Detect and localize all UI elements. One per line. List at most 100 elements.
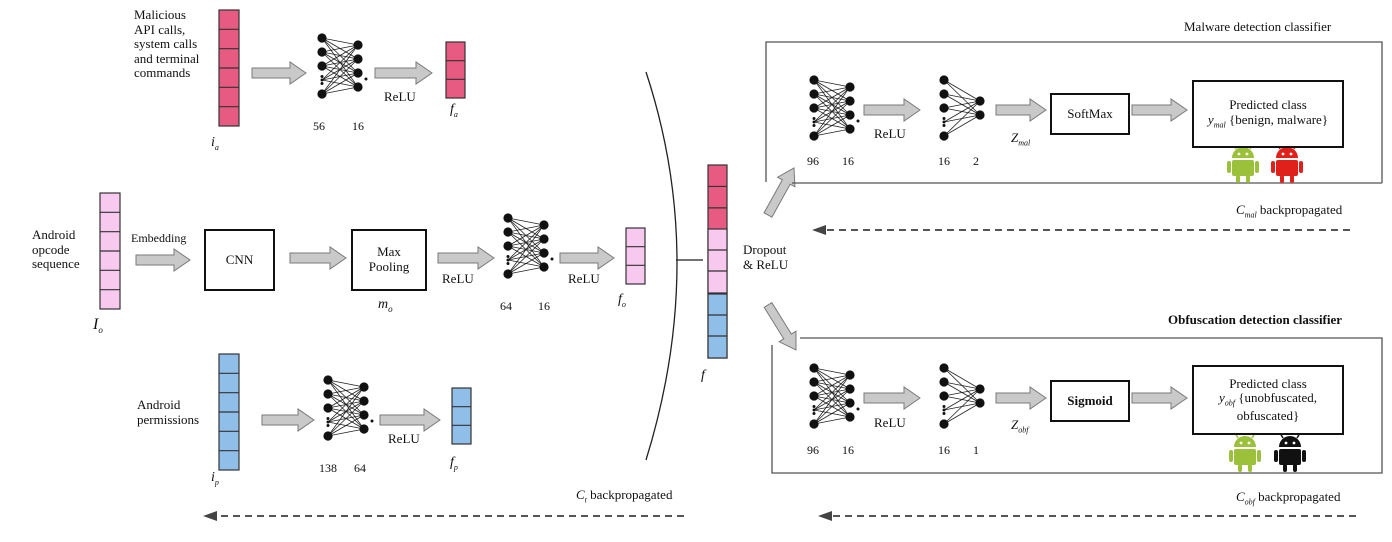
obf-nn-2-edge	[943, 388, 981, 411]
mal-predicted-title: Predicted class	[1229, 96, 1307, 112]
fa-vector	[445, 41, 466, 99]
android-benign-icon-eye	[1237, 152, 1241, 156]
android-unobfuscated-icon-arm	[1229, 450, 1233, 462]
f-concat-perm-part	[707, 293, 728, 359]
fp-vector	[451, 387, 472, 445]
mal-nn-1-node	[845, 110, 855, 120]
api-to-nn-arrow	[251, 61, 307, 85]
mal-nn-2-node	[939, 75, 949, 85]
f-concat-opcode-part	[707, 228, 728, 294]
opcode-nn-edge	[507, 224, 545, 233]
obf-to-sigmoid-arrow	[995, 386, 1047, 410]
obf-nn-1-node	[845, 412, 855, 422]
android-benign-icon-arm	[1227, 161, 1231, 173]
sigmoid-to-pred-arrow	[1131, 386, 1188, 410]
android-obfuscated-icon-eye	[1284, 441, 1288, 445]
obf-layer-size-1: 1	[973, 443, 979, 457]
android-benign-icon-leg	[1236, 175, 1240, 183]
mal-nn-1-ellipsis	[812, 117, 816, 120]
mal-nn-1-ellipsis	[812, 120, 816, 124]
api-input-label: Malicious API calls, system calls and te…	[134, 7, 200, 81]
android-unobfuscated-icon-eye	[1239, 441, 1243, 445]
cnn-label: CNN	[225, 251, 254, 267]
opcode-relu-arrow	[559, 246, 615, 270]
android-unobfuscated-icon-head	[1234, 436, 1256, 447]
android-obfuscated-icon-eye	[1292, 441, 1296, 445]
android-malware-icon-leg	[1290, 175, 1294, 183]
mal-nn-2-node	[939, 131, 949, 141]
mal-nn-1-edge	[813, 128, 851, 137]
perm-nn-ellipsis	[326, 424, 330, 427]
perm-nn-node	[323, 375, 333, 385]
api-nn-ellipsis	[320, 75, 324, 78]
obf-nn-1-edge	[813, 367, 851, 376]
android-unobfuscated-icon-leg	[1238, 464, 1242, 472]
opcode-nn-edge	[507, 238, 545, 275]
api-nn-edge	[321, 72, 359, 95]
sigmoid-box: Sigmoid	[1050, 380, 1130, 422]
obf-nn-2-node	[939, 363, 949, 373]
api-nn-edge	[321, 44, 359, 81]
api-nn-edge	[321, 58, 359, 95]
mal-nn-1-node	[845, 96, 855, 106]
f-o-symbol: fo	[618, 292, 626, 309]
embedding-label: Embedding	[131, 231, 187, 245]
perm-layer-size-in: 138	[319, 461, 337, 475]
android-benign-icon-leg	[1246, 175, 1250, 183]
pool-to-nn-arrow	[437, 246, 495, 270]
relu-label-obf: ReLU	[874, 415, 906, 430]
api-nn-node	[353, 82, 363, 92]
perm-to-nn-arrow	[261, 408, 315, 432]
obf-nn-1-edge	[813, 416, 851, 425]
android-unobfuscated-icon-leg	[1248, 464, 1252, 472]
obf-predicted-box: Predicted class yobf {unobfuscated, obfu…	[1192, 365, 1344, 435]
obf-nn-1-node	[845, 398, 855, 408]
I-o-symbol: Io	[93, 316, 103, 336]
obf-nn-1-ellipsis	[812, 405, 816, 408]
obf-nn-1-node	[809, 419, 819, 429]
cnn-to-pool-arrow	[289, 246, 347, 270]
mal-nn-2-edge	[943, 100, 981, 123]
perm-nn-edge	[327, 428, 365, 437]
mal-nn-2-edge	[943, 93, 981, 102]
perm-nn-edge	[327, 379, 365, 388]
c-t-backprop-arrow-head	[203, 511, 217, 521]
cnn-box: CNN	[204, 229, 275, 291]
obf-nn-2-edge	[943, 388, 981, 425]
softmax-box: SoftMax	[1050, 93, 1130, 135]
mal-nn-1-ellipsis	[812, 124, 816, 127]
obf-nn-1-ellipsis	[812, 408, 816, 412]
api-nn-ellipsis	[320, 78, 324, 82]
api-nn-node	[353, 40, 363, 50]
opcode-nn-ellipsis	[506, 258, 510, 262]
softmax-to-pred-arrow	[1131, 98, 1188, 122]
android-benign-icon-eye	[1245, 152, 1249, 156]
mal-nn-2-node	[939, 103, 949, 113]
perm-nn-edge	[327, 400, 365, 437]
mal-nn-1-edge	[813, 79, 851, 88]
android-benign-icon-arm	[1255, 161, 1259, 173]
f-p-symbol: fp	[450, 455, 458, 472]
mal-nn-2-node	[975, 96, 985, 106]
api-nn-node	[317, 89, 327, 99]
android-malware-icon-head	[1276, 147, 1298, 158]
obf-layer-size-96: 96	[807, 443, 819, 457]
api-nn-edge	[321, 44, 359, 53]
obfuscation-frame	[771, 337, 1383, 474]
obf-nn-2-node	[975, 384, 985, 394]
opcode-nn-ellipsis	[506, 255, 510, 258]
api-nn-edge	[321, 86, 359, 95]
obf-nn-1-edge	[813, 374, 851, 383]
malware-classifier-title: Malware detection classifier	[1184, 19, 1332, 34]
android-benign-icon-head	[1232, 147, 1254, 158]
android-obfuscated-icon-leg	[1293, 464, 1297, 472]
mal-nn-2-node	[939, 89, 949, 99]
i-p-symbol: ip	[211, 470, 219, 487]
perm-nn-node	[323, 431, 333, 441]
obf-nn-1-edge	[813, 402, 851, 425]
fo-vector	[625, 227, 646, 285]
perm-nn-node	[359, 382, 369, 392]
perm-nn-node	[323, 389, 333, 399]
obf-nn-2-edge	[943, 367, 981, 390]
obf-nn-2-node	[975, 398, 985, 408]
